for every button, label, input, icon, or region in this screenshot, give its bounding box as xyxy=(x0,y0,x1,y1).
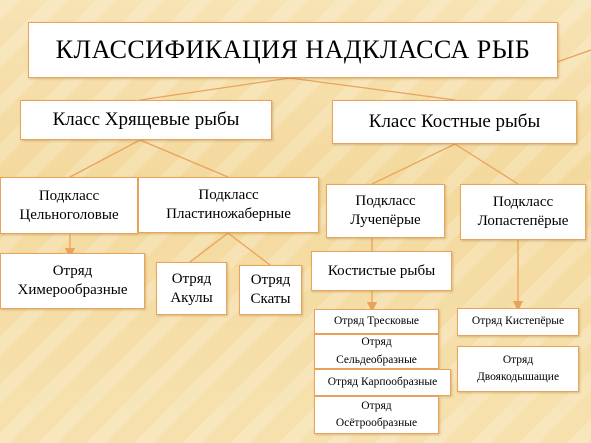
diagram-title: КЛАССИФИКАЦИЯ НАДКЛАССА РЫБ xyxy=(28,22,558,78)
order-crossopterygii: Отряд Кистепёрые xyxy=(457,308,579,336)
subclass-holocephali: Подкласс Цельноголовые xyxy=(0,177,138,234)
order-carp: Отряд Карпообразные xyxy=(314,369,451,396)
class-bony: Класс Костные рыбы xyxy=(332,100,577,144)
order-sturgeon: Отряд Осётрообразные xyxy=(314,396,439,434)
connector-bony-lobe xyxy=(454,143,519,185)
connector-elasmo-rays xyxy=(227,232,271,266)
subclass-elasmobranchii: Подкласс Пластиножаберные xyxy=(138,177,319,233)
connector-title-cartilaginous xyxy=(139,77,291,101)
order-rays: Отряд Скаты xyxy=(239,265,302,315)
subclass-lobe-finned: Подкласс Лопастепёрые xyxy=(460,184,586,240)
class-cartilaginous: Класс Хрящевые рыбы xyxy=(20,100,272,140)
order-dipnoi: Отряд Двоякодышащие xyxy=(457,346,579,392)
order-sharks: Отряд Акулы xyxy=(156,262,227,315)
order-chimaeriformes: Отряд Химерообразные xyxy=(0,253,145,309)
connector-elasmo-sharks xyxy=(189,232,229,263)
order-herring: Отряд Сельдеобразные xyxy=(314,334,439,369)
connector-bony-ray xyxy=(371,143,456,185)
connector-cart-holo xyxy=(69,139,141,178)
group-teleostei: Костистые рыбы xyxy=(311,251,452,291)
order-cod: Отряд Тресковые xyxy=(314,309,439,334)
connector-title-right xyxy=(556,49,591,63)
connector-cart-elasmo xyxy=(139,139,229,178)
connector-title-bony xyxy=(289,77,456,101)
subclass-ray-finned: Подкласс Лучепёрые xyxy=(326,184,445,238)
